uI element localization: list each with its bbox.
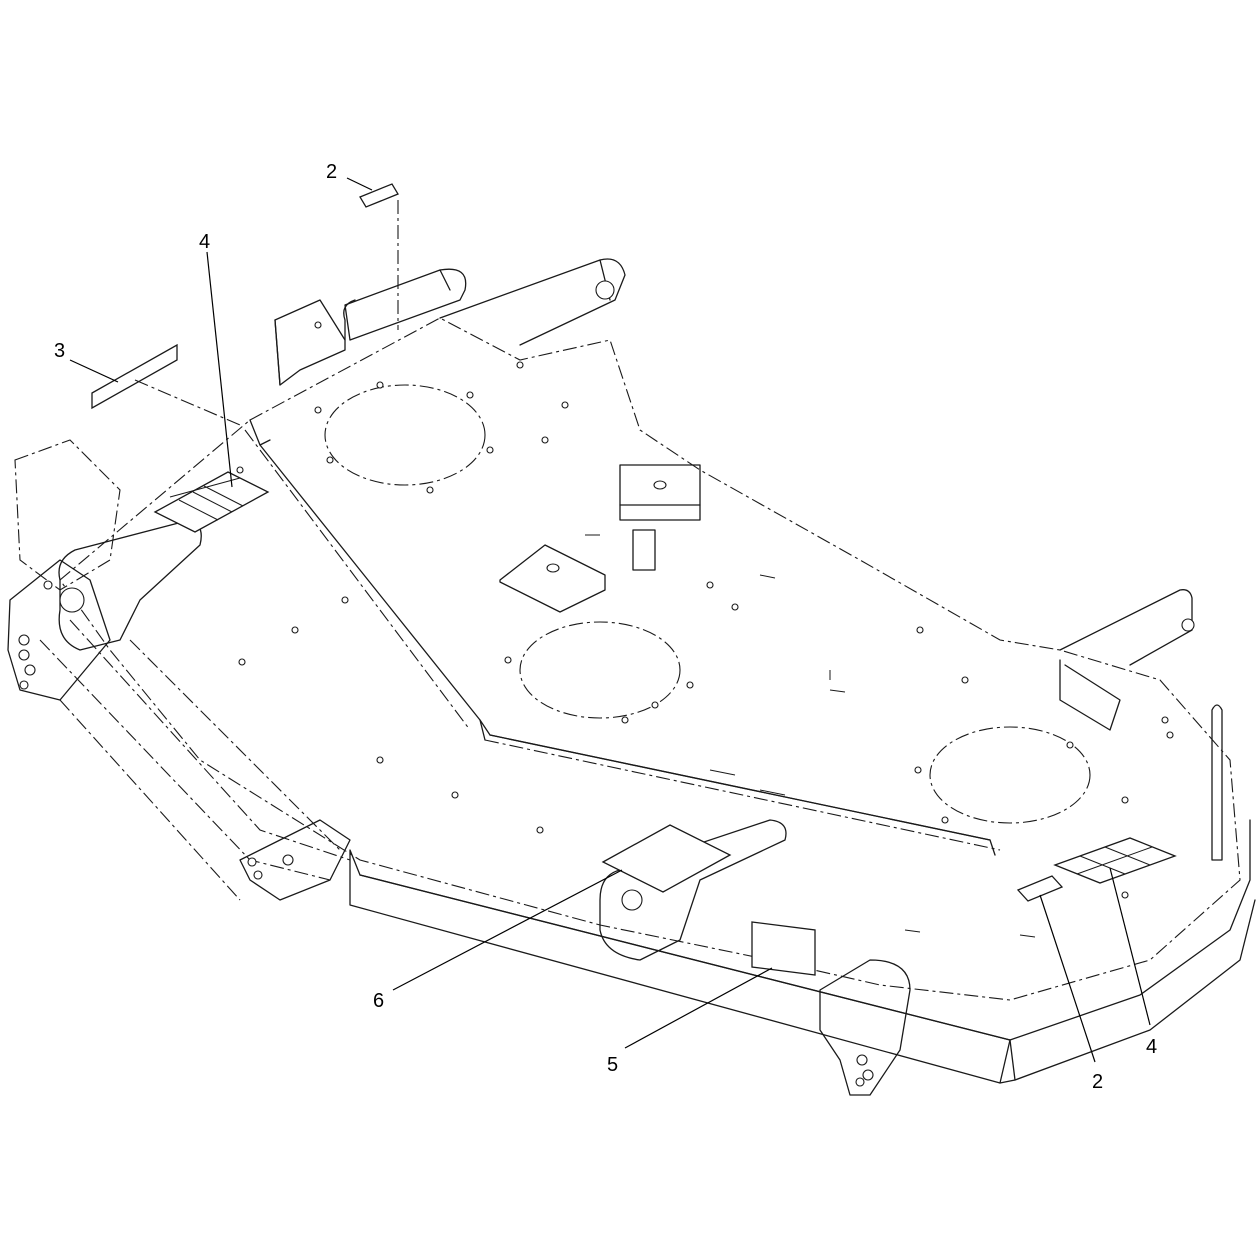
decal-2-right xyxy=(1016,875,1064,902)
decal-4-left xyxy=(153,471,270,533)
leader-3 xyxy=(69,359,119,383)
leader-2-top xyxy=(346,177,373,191)
mower-deck xyxy=(7,258,1256,1096)
callout-5: 5 xyxy=(607,1054,618,1076)
callout-4-right: 4 xyxy=(1146,1036,1157,1058)
decal-6 xyxy=(601,824,732,893)
callout-2-right: 2 xyxy=(1092,1071,1103,1093)
decal-4-right xyxy=(1053,837,1177,884)
callout-6: 6 xyxy=(373,990,384,1012)
leader-lines xyxy=(69,177,1151,1063)
callout-2-top: 2 xyxy=(326,161,337,183)
leader-4-right xyxy=(1109,867,1151,1026)
leader-2-right xyxy=(1039,894,1096,1063)
leader-6 xyxy=(392,869,623,991)
decal-2-top xyxy=(359,183,399,330)
callout-3: 3 xyxy=(54,340,65,362)
leader-5 xyxy=(624,967,773,1049)
callout-4-left: 4 xyxy=(199,231,210,253)
leader-4-left xyxy=(206,251,233,488)
decal-5 xyxy=(751,921,816,976)
callout-labels: 2 3 4 6 5 2 4 xyxy=(54,161,1157,1093)
decal-3 xyxy=(91,343,241,426)
